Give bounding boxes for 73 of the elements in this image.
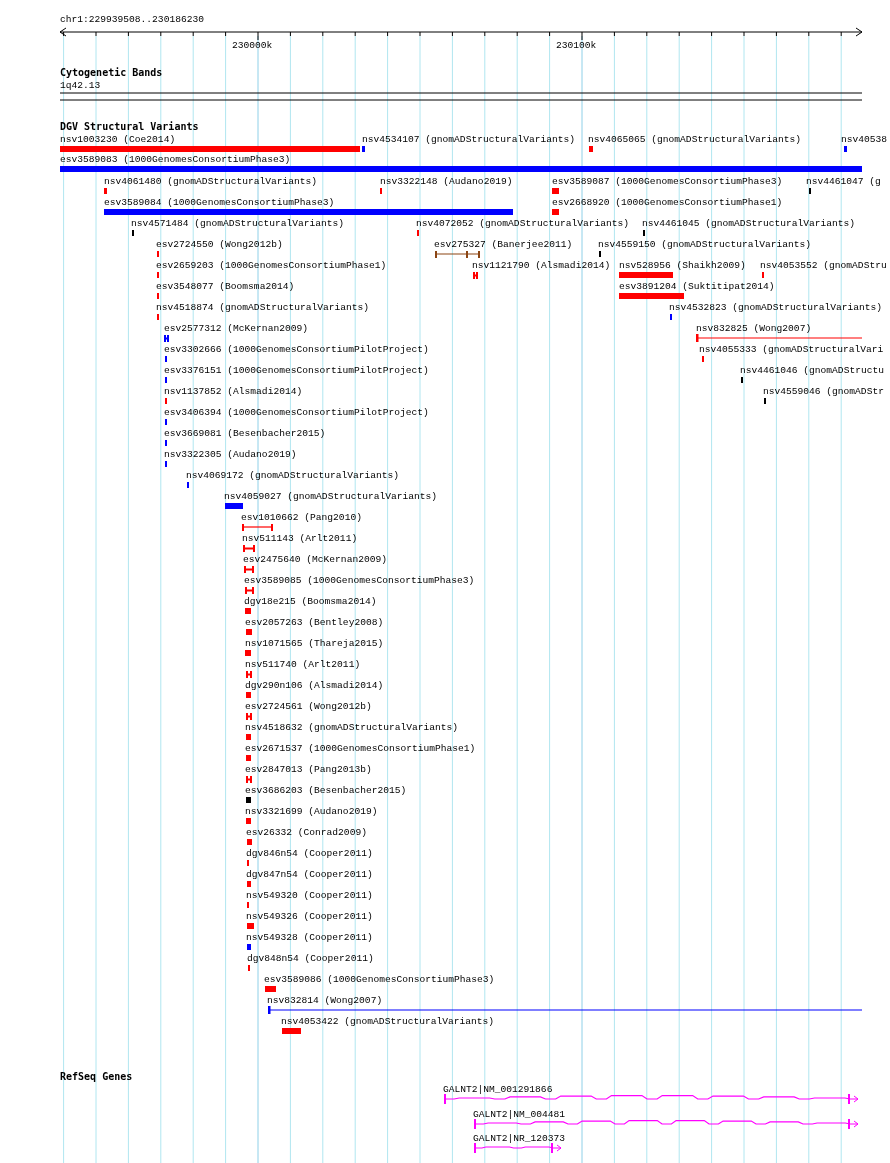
variant-label: nsv4053422 (gnomADStructuralVariants) [281,1016,495,1028]
variant-label: esv3669081 (Besenbacher2015) [164,428,326,440]
variant-label: nsv4461046 (gnomADStructu [740,365,884,377]
variant-label: dgv848n54 (Cooper2011) [247,953,374,965]
transcript-label: GALNT2|NR_120373 [473,1133,566,1145]
variant-label: nsv3322305 (Audano2019) [164,449,297,461]
track-heading: Cytogenetic Bands [60,67,163,79]
variant-label: esv3589085 (1000GenomesConsortiumPhase3) [244,575,475,587]
variant-label: nsv4061480 (gnomADStructuralVariants) [104,176,318,188]
track-heading: RefSeq Genes [60,1071,133,1083]
variant-label: nsv4518874 (gnomADStructuralVariants) [156,302,370,314]
variant-label: nsv4518632 (gnomADStructuralVariants) [245,722,459,734]
variant-label: esv3406394 (1000GenomesConsortiumPilotProject) [164,407,429,419]
variant-label: esv275327 (Banerjee2011) [434,239,573,251]
variant-label: nsv1071565 (Thareja2015) [245,638,384,650]
transcript-label: GALNT2|NM_004481 [473,1109,566,1121]
variant-label: nsv4559150 (gnomADStructuralVariants) [598,239,812,251]
variant-label: nsv832825 (Wong2007) [696,323,812,335]
variant-label: esv3376151 (1000GenomesConsortiumPilotProject) [164,365,429,377]
variant-label: nsv4461047 (g [806,176,881,188]
band-label: 1q42.13 [60,80,101,92]
variant-label: esv3589084 (1000GenomesConsortiumPhase3) [104,197,335,209]
variant-label: dgv846n54 (Cooper2011) [246,848,373,860]
tick-label: 230000k [232,40,273,52]
variant-label: nsv3321699 (Audano2019) [245,806,378,818]
variant-label: esv2724561 (Wong2012b) [245,701,372,713]
variant-label: esv2659203 (1000GenomesConsortiumPhase1) [156,260,387,272]
variant-label: nsv1137852 (Alsmadi2014) [164,386,303,398]
tick-label: 230100k [556,40,597,52]
variant-label: nsv4065065 (gnomADStructuralVariants) [588,134,802,146]
variant-label: nsv4534107 (gnomADStructuralVariants) [362,134,576,146]
variant-label: nsv4461045 (gnomADStructuralVariants) [642,218,856,230]
variant-label: esv2057263 (Bentley2008) [245,617,384,629]
variant-label: dgv290n106 (Alsmadi2014) [245,680,384,692]
variant-label: esv3686203 (Besenbacher2015) [245,785,407,797]
variant-label: esv2668920 (1000GenomesConsortiumPhase1) [552,197,783,209]
track-heading: DGV Structural Variants [60,121,199,133]
variant-label: nsv4559046 (gnomADStr [763,386,884,398]
variant-label: esv2671537 (1000GenomesConsortiumPhase1) [245,743,476,755]
variant-label: esv1010662 (Pang2010) [241,512,362,524]
location-label: chr1:229939508..230186230 [60,14,204,26]
variant-label: nsv4059027 (gnomADStructuralVariants) [224,491,438,503]
variant-label: esv2475640 (McKernan2009) [243,554,387,566]
variant-label: dgv18e215 (Boomsma2014) [244,596,377,608]
variant-label: nsv4072052 (gnomADStructuralVariants) [416,218,630,230]
variant-label: nsv3322148 (Audano2019) [380,176,513,188]
variant-label: nsv4069172 (gnomADStructuralVariants) [186,470,400,482]
variant-label: esv3589087 (1000GenomesConsortiumPhase3) [552,176,783,188]
variant-label: nsv4532823 (gnomADStructuralVariants) [669,302,883,314]
variant-label: nsv1121790 (Alsmadi2014) [472,260,611,272]
transcript-label: GALNT2|NM_001291866 [443,1084,553,1096]
variant-label: nsv832814 (Wong2007) [267,995,383,1007]
variant-label: esv2847013 (Pang2013b) [245,764,372,776]
variant-label: nsv528956 (Shaikh2009) [619,260,746,272]
variant-label: nsv549320 (Cooper2011) [246,890,373,902]
variant-label: nsv4571484 (gnomADStructuralVariants) [131,218,345,230]
variant-label: esv2724550 (Wong2012b) [156,239,283,251]
variant-label: nsv1003230 (Coe2014) [60,134,176,146]
variant-label: esv3891204 (Suktitipat2014) [619,281,775,293]
variant-label: nsv4053552 (gnomADStru [760,260,887,272]
variant-label: nsv549326 (Cooper2011) [246,911,373,923]
variant-label: esv3548077 (Boomsma2014) [156,281,295,293]
variant-label: nsv549328 (Cooper2011) [246,932,373,944]
variant-label: esv3589083 (1000GenomesConsortiumPhase3) [60,154,291,166]
variant-label: nsv4055333 (gnomADStructuralVari [699,344,884,356]
variant-label: nsv511143 (Arlt2011) [242,533,358,545]
variant-label: esv3589086 (1000GenomesConsortiumPhase3) [264,974,495,986]
variant-label: esv3302666 (1000GenomesConsortiumPilotProject) [164,344,429,356]
variant-label: nsv511740 (Arlt2011) [245,659,361,671]
variant-label: esv2577312 (McKernan2009) [164,323,308,335]
variant-label: dgv847n54 (Cooper2011) [246,869,373,881]
variant-label: esv26332 (Conrad2009) [246,827,367,839]
variant-label: nsv40538 [841,134,888,146]
